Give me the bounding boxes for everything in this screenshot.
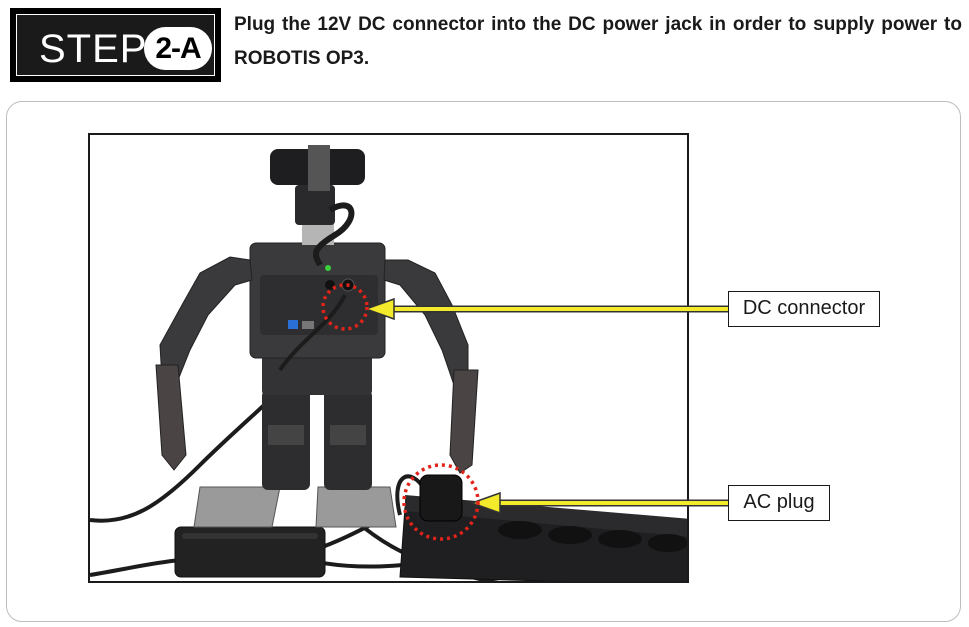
step-badge: STEP 2-A bbox=[10, 8, 221, 82]
ac-arrow-head bbox=[469, 491, 501, 515]
dc-highlight-circle bbox=[321, 283, 369, 331]
dc-connector-label: DC connector bbox=[728, 291, 880, 327]
step-number: 2-A bbox=[144, 27, 212, 70]
robot-photo bbox=[88, 133, 689, 583]
step-badge-frame: STEP 2-A bbox=[16, 14, 215, 76]
dc-arrow-head bbox=[363, 297, 395, 321]
ac-plug-label: AC plug bbox=[728, 485, 830, 521]
ac-highlight-circle bbox=[402, 463, 480, 541]
instruction-text: Plug the 12V DC connector into the DC po… bbox=[234, 14, 962, 69]
step-word: STEP bbox=[39, 27, 148, 71]
robot-illustration bbox=[90, 145, 687, 581]
